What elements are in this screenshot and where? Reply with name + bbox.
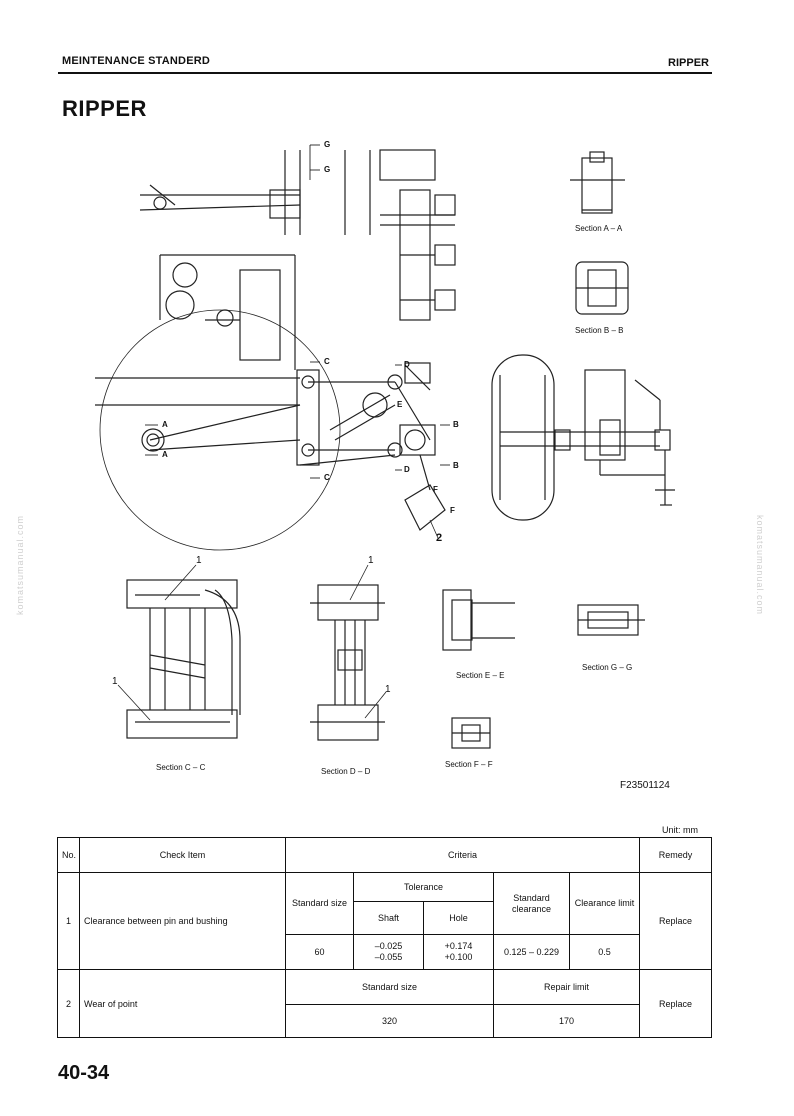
cut-letter-f-top: F bbox=[433, 485, 438, 494]
row1-shaft-upper: –0.025 bbox=[374, 941, 403, 951]
row1-shaft-lower: –0.055 bbox=[374, 952, 403, 962]
row1-limit-value: 0.5 bbox=[568, 934, 641, 970]
page-title: RIPPER bbox=[62, 96, 147, 121]
watermark-right: komatsumanual.com bbox=[755, 514, 766, 616]
header-no: No. bbox=[57, 837, 80, 873]
cut-letter-a-bottom: A bbox=[162, 450, 168, 459]
row2-limit-value: 170 bbox=[492, 1004, 641, 1038]
row1-size-value: 60 bbox=[285, 934, 354, 970]
cut-letter-b-top: B bbox=[453, 420, 459, 429]
row2-item: Wear of point bbox=[79, 969, 286, 1038]
row1-standard-size-label: Standard size bbox=[285, 872, 354, 935]
section-bb-drawing bbox=[575, 261, 629, 315]
section-ff-drawing bbox=[451, 717, 491, 749]
row1-hole-label: Hole bbox=[423, 901, 494, 935]
section-cc-label: Section C – C bbox=[156, 763, 206, 772]
row1-shaft-label: Shaft bbox=[353, 901, 424, 935]
header-check-item: Check Item bbox=[79, 837, 286, 873]
callout-1-cc-top: 1 bbox=[196, 555, 202, 566]
figure-code: F23501124 bbox=[620, 780, 670, 791]
cut-letter-g-bottom: G bbox=[324, 165, 331, 174]
section-cc-drawing bbox=[126, 579, 241, 739]
row1-remedy: Replace bbox=[639, 872, 713, 970]
row1-hole-upper: +0.174 bbox=[444, 941, 473, 951]
section-bb-label: Section B – B bbox=[575, 326, 624, 335]
header-remedy: Remedy bbox=[639, 837, 713, 873]
row1-standard-clearance-label: Standard clearance bbox=[493, 872, 570, 935]
section-gg-drawing bbox=[577, 604, 645, 636]
lower-arm bbox=[95, 309, 446, 551]
cut-letter-g-top: G bbox=[324, 140, 331, 149]
cut-lines bbox=[145, 144, 450, 479]
callout-1-dd-bottom: 1 bbox=[385, 684, 391, 695]
section-dd-drawing bbox=[310, 584, 385, 741]
row2-remedy: Replace bbox=[639, 969, 713, 1038]
callout-1-cc-bottom: 1 bbox=[112, 676, 118, 687]
table-row-1a: 1 Clearance between pin and bushing Stan… bbox=[57, 872, 713, 970]
row1-shaft-value: –0.025 –0.055 bbox=[353, 934, 424, 970]
table-row-1b: Shaft Hole bbox=[58, 901, 712, 935]
table-row-2a: 2 Wear of point Standard size Repair lim… bbox=[57, 969, 713, 1038]
mid-frame bbox=[159, 254, 296, 370]
row1-hole-value: +0.174 +0.100 bbox=[423, 934, 494, 970]
callout-2: 2 bbox=[436, 532, 443, 544]
cut-letter-d-bottom: D bbox=[404, 465, 410, 474]
cut-letter-b-bottom: B bbox=[453, 461, 459, 470]
watermark-left: komatsumanual.com bbox=[15, 514, 26, 616]
header-rule bbox=[58, 72, 712, 74]
cut-letter-a-top: A bbox=[162, 420, 168, 429]
row2-standard-size-label: Standard size bbox=[285, 969, 494, 1005]
maintenance-standard-table: No. Check Item Criteria Remedy 1 Clearan… bbox=[57, 837, 713, 1038]
cut-letter-f-bottom: F bbox=[450, 506, 455, 515]
page-number: 40-34 bbox=[58, 1062, 110, 1084]
section-aa-label: Section A – A bbox=[575, 224, 623, 233]
table-header-row: No. Check Item Criteria Remedy bbox=[57, 837, 713, 873]
row1-tolerance-label: Tolerance bbox=[353, 872, 494, 902]
cut-letter-c-top: C bbox=[324, 357, 330, 366]
header-left: MEINTENANCE STANDERD bbox=[62, 55, 211, 67]
cut-letter-c-bottom: C bbox=[324, 473, 330, 482]
section-ff-label: Section F – F bbox=[445, 760, 493, 769]
unit-label: Unit: mm bbox=[662, 825, 698, 835]
row1-clearance-limit-label: Clearance limit bbox=[568, 872, 641, 935]
row1-hole-lower: +0.100 bbox=[444, 952, 473, 962]
section-ee-drawing bbox=[442, 589, 515, 651]
table-row-1c: 60 –0.025 –0.055 +0.174 +0.100 0.125 – 0… bbox=[58, 934, 712, 970]
section-aa-drawing bbox=[570, 151, 625, 214]
ripper-drawing bbox=[95, 144, 675, 749]
row2-repair-limit-label: Repair limit bbox=[492, 969, 641, 1005]
cut-letter-d-top: D bbox=[404, 360, 410, 369]
upper-beam bbox=[139, 149, 456, 321]
header-criteria: Criteria bbox=[284, 837, 641, 873]
table-row-2b: 320 170 bbox=[58, 1004, 712, 1038]
side-view bbox=[491, 354, 675, 521]
section-ee-label: Section E – E bbox=[456, 671, 505, 680]
row1-std-clearance-value: 0.125 – 0.229 bbox=[493, 934, 570, 970]
header-right: RIPPER bbox=[668, 57, 709, 69]
section-gg-label: Section G – G bbox=[582, 663, 633, 672]
row2-no: 2 bbox=[57, 969, 80, 1038]
section-dd-label: Section D – D bbox=[321, 767, 371, 776]
callout-1-dd-top: 1 bbox=[368, 555, 374, 566]
row1-item: Clearance between pin and bushing bbox=[79, 872, 286, 970]
cut-letter-e: E bbox=[397, 400, 403, 409]
callout-leaders bbox=[117, 519, 439, 721]
row1-no: 1 bbox=[57, 872, 80, 970]
row2-size-value: 320 bbox=[285, 1004, 494, 1038]
